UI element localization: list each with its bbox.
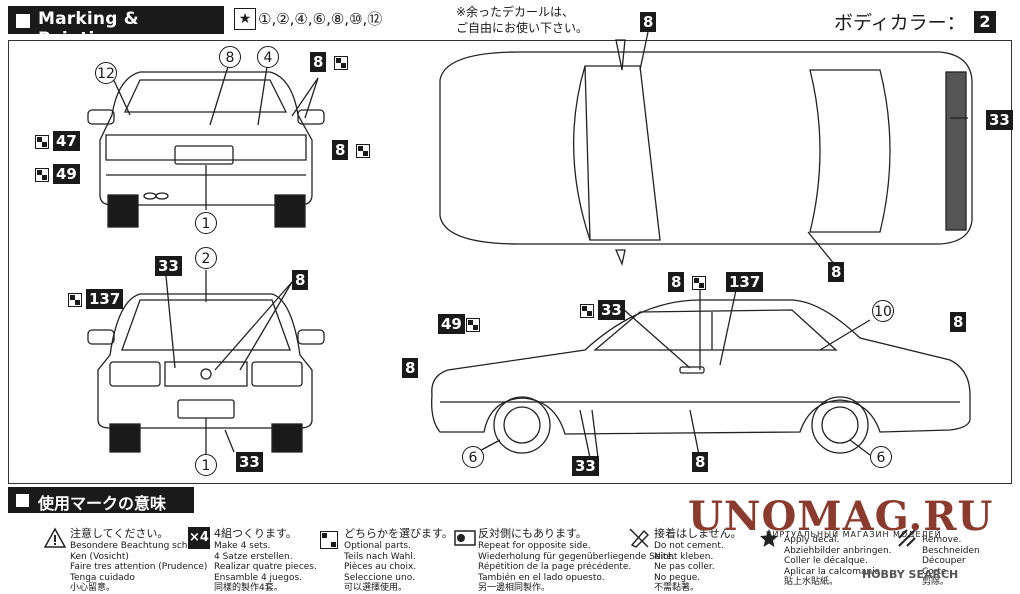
leader-33-front [165, 275, 176, 369]
callout-8-circle: 8 [219, 46, 241, 68]
header-title: Marking & Painting [38, 9, 139, 49]
body-color-label: ボディカラー： [834, 12, 966, 34]
legend-item-decal: Apply decal. Abziehbilder anbringen. Col… [784, 535, 892, 588]
opposite-side-icon [454, 530, 476, 546]
callout-47: 47 [53, 131, 80, 151]
callout-8-rear: 8 [310, 52, 327, 72]
leader-8-front [214, 281, 293, 371]
leader-33-side-bottom [579, 409, 591, 459]
callout-8-spoiler: 8 [950, 312, 967, 332]
callout-8-rear-side: 8 [332, 140, 349, 160]
legend-item-text: Optional parts. Teils nach Wahl. Pièces … [344, 541, 417, 593]
callout-12-circle: 12 [95, 62, 117, 84]
legend-item-text: Apply decal. Abziehbilder anbringen. Col… [784, 535, 892, 587]
body-color-number: 2 [974, 11, 996, 33]
four-sets-icon: ×4 [188, 527, 210, 549]
optional-icon [68, 293, 82, 307]
callout-33-top: 33 [986, 110, 1013, 130]
legend-item-jp: 反対側にもあります。 [478, 527, 587, 540]
page-header: Marking & Painting ★ ①,②,④,⑥,⑧,⑩,⑫ ※余ったデ… [8, 4, 1012, 49]
optional-icon [35, 135, 49, 149]
no-cement-icon [629, 528, 649, 548]
star-icon: ★ [234, 8, 256, 30]
caution-icon [44, 527, 66, 548]
legend-square-icon [16, 494, 29, 507]
callout-8-front: 8 [292, 270, 309, 290]
circled-number-list: ①,②,④,⑥,⑧,⑩,⑫ [258, 10, 383, 28]
leader-8-top [639, 31, 649, 71]
header-square-icon [16, 14, 30, 28]
callout-137-side: 137 [726, 272, 764, 292]
legend-item-jp: 接着はしません。 [654, 527, 742, 540]
optional-icon [356, 144, 370, 158]
legend-item-text: Repeat for opposite side. Wiederholung f… [478, 541, 675, 593]
callout-33-side: 33 [598, 300, 625, 320]
callout-8-side-bottom: 8 [692, 452, 709, 472]
source-logo: HOBBY SEARCH [862, 568, 959, 581]
callout-8-top-bottom: 8 [828, 262, 845, 282]
callout-1-circle: 1 [195, 212, 217, 234]
leader-33-front-bottom [224, 429, 235, 453]
leader-8-side-bottom [689, 409, 701, 461]
top-view-car [439, 39, 973, 267]
legend-item-jp: どちらかを選びます。 [344, 527, 453, 540]
legend-item-four-sets: 4組つくります。 Make 4 sets. 4 Satze erstellen.… [214, 527, 317, 594]
leader-8-top-bottom [807, 231, 836, 266]
optional-icon [580, 304, 594, 318]
callout-6-right-circle: 6 [870, 446, 892, 468]
leader-137-side [719, 289, 737, 366]
symbol-legend: 使用マークの意味 注意してください。 Besondere Beachtung s… [8, 487, 1012, 594]
legend-item-jp: 4組つくります。 [214, 527, 297, 540]
leader-6-right [849, 439, 871, 456]
diagram-frame [8, 40, 1012, 484]
header-title-bar: Marking & Painting [8, 6, 224, 49]
legend-item-caution: 注意してください。 Besondere Beachtung schen Ken … [70, 527, 207, 594]
leader-8-rear [209, 59, 231, 126]
callout-33-front: 33 [155, 256, 182, 276]
legend-item-text: Make 4 sets. 4 Satze erstellen. Realizar… [214, 541, 317, 593]
callout-10-circle: 10 [872, 300, 894, 322]
legend-item-no-cement: 接着はしません。 Do not cement. Nicht kleben. Ne… [654, 527, 742, 594]
callout-4-circle: 4 [257, 46, 279, 68]
front-view-car [87, 293, 325, 453]
optional-icon [334, 56, 348, 70]
leader-33-side [621, 307, 691, 369]
leftover-decal-note: ※余ったデカールは、 ご自由にお使い下さい。 [456, 4, 588, 36]
watermark-subtext: ВИРТУАЛЬНЫЙ МАГАЗИН МОДЕЛЕЙ [766, 530, 942, 539]
callout-8-nose: 8 [402, 358, 419, 378]
callout-6-left-circle: 6 [462, 446, 484, 468]
legend-item-text: Do not cement. Nicht kleben. Ne pas coll… [654, 541, 724, 593]
leader-10-side [819, 319, 871, 351]
legend-item-jp: 注意してください。 [70, 527, 169, 540]
leader-4-rear [257, 59, 269, 126]
optional-icon [35, 168, 49, 182]
legend-title-bar: 使用マークの意味 [8, 487, 194, 513]
callout-8-top: 8 [640, 12, 657, 32]
callout-33-front-bottom: 33 [236, 452, 263, 472]
legend-item-remove: Remove. Beschneiden Découper Corte. 剪除。 [922, 535, 980, 588]
optional-icon [320, 531, 338, 549]
leader-8-rear-right [304, 77, 319, 119]
legend-item-text: Remove. Beschneiden Découper Corte. 剪除。 [922, 535, 980, 587]
optional-icon [466, 318, 480, 332]
callout-33-side-bottom: 33 [572, 456, 599, 476]
callout-49-side: 49 [438, 314, 465, 334]
watermark-text: UNOMAG.RU [688, 493, 994, 540]
callout-2-circle: 2 [195, 247, 217, 269]
decal-icon [760, 529, 778, 547]
note-line-1: ※余ったデカールは、 [456, 5, 575, 19]
legend-item-optional: どちらかを選びます。 Optional parts. Teils nach Wa… [344, 527, 453, 594]
note-line-2: ご自由にお使い下さい。 [456, 21, 589, 35]
callout-49: 49 [53, 164, 80, 184]
callout-1-front-circle: 1 [195, 454, 217, 476]
legend-title: 使用マークの意味 [38, 494, 167, 513]
callout-137-front: 137 [86, 289, 124, 309]
legend-item-text: Besondere Beachtung schen Ken (Vosicht) … [70, 541, 208, 593]
side-view-car [431, 299, 971, 454]
legend-item-opposite-side: 反対側にもあります。 Repeat for opposite side. Wie… [478, 527, 675, 594]
optional-icon [692, 276, 706, 290]
callout-8-side: 8 [668, 272, 685, 292]
remove-icon [898, 529, 916, 547]
